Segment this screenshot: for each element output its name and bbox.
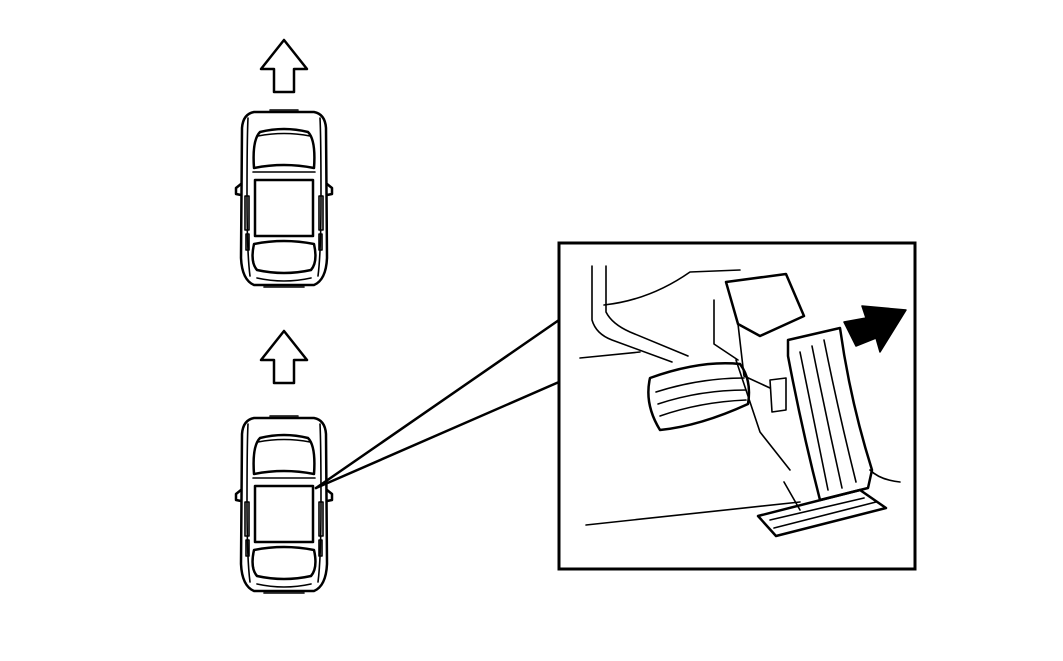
detail-inset-frame [557,241,917,571]
direction-arrow-icon-top [259,38,309,94]
push-arrow-icon [843,305,907,353]
car-top [234,108,334,289]
pedal-detail-illustration [579,265,907,538]
car-bottom [234,414,334,595]
direction-arrow-icon-bottom [259,329,309,385]
callout-lines [314,318,561,490]
